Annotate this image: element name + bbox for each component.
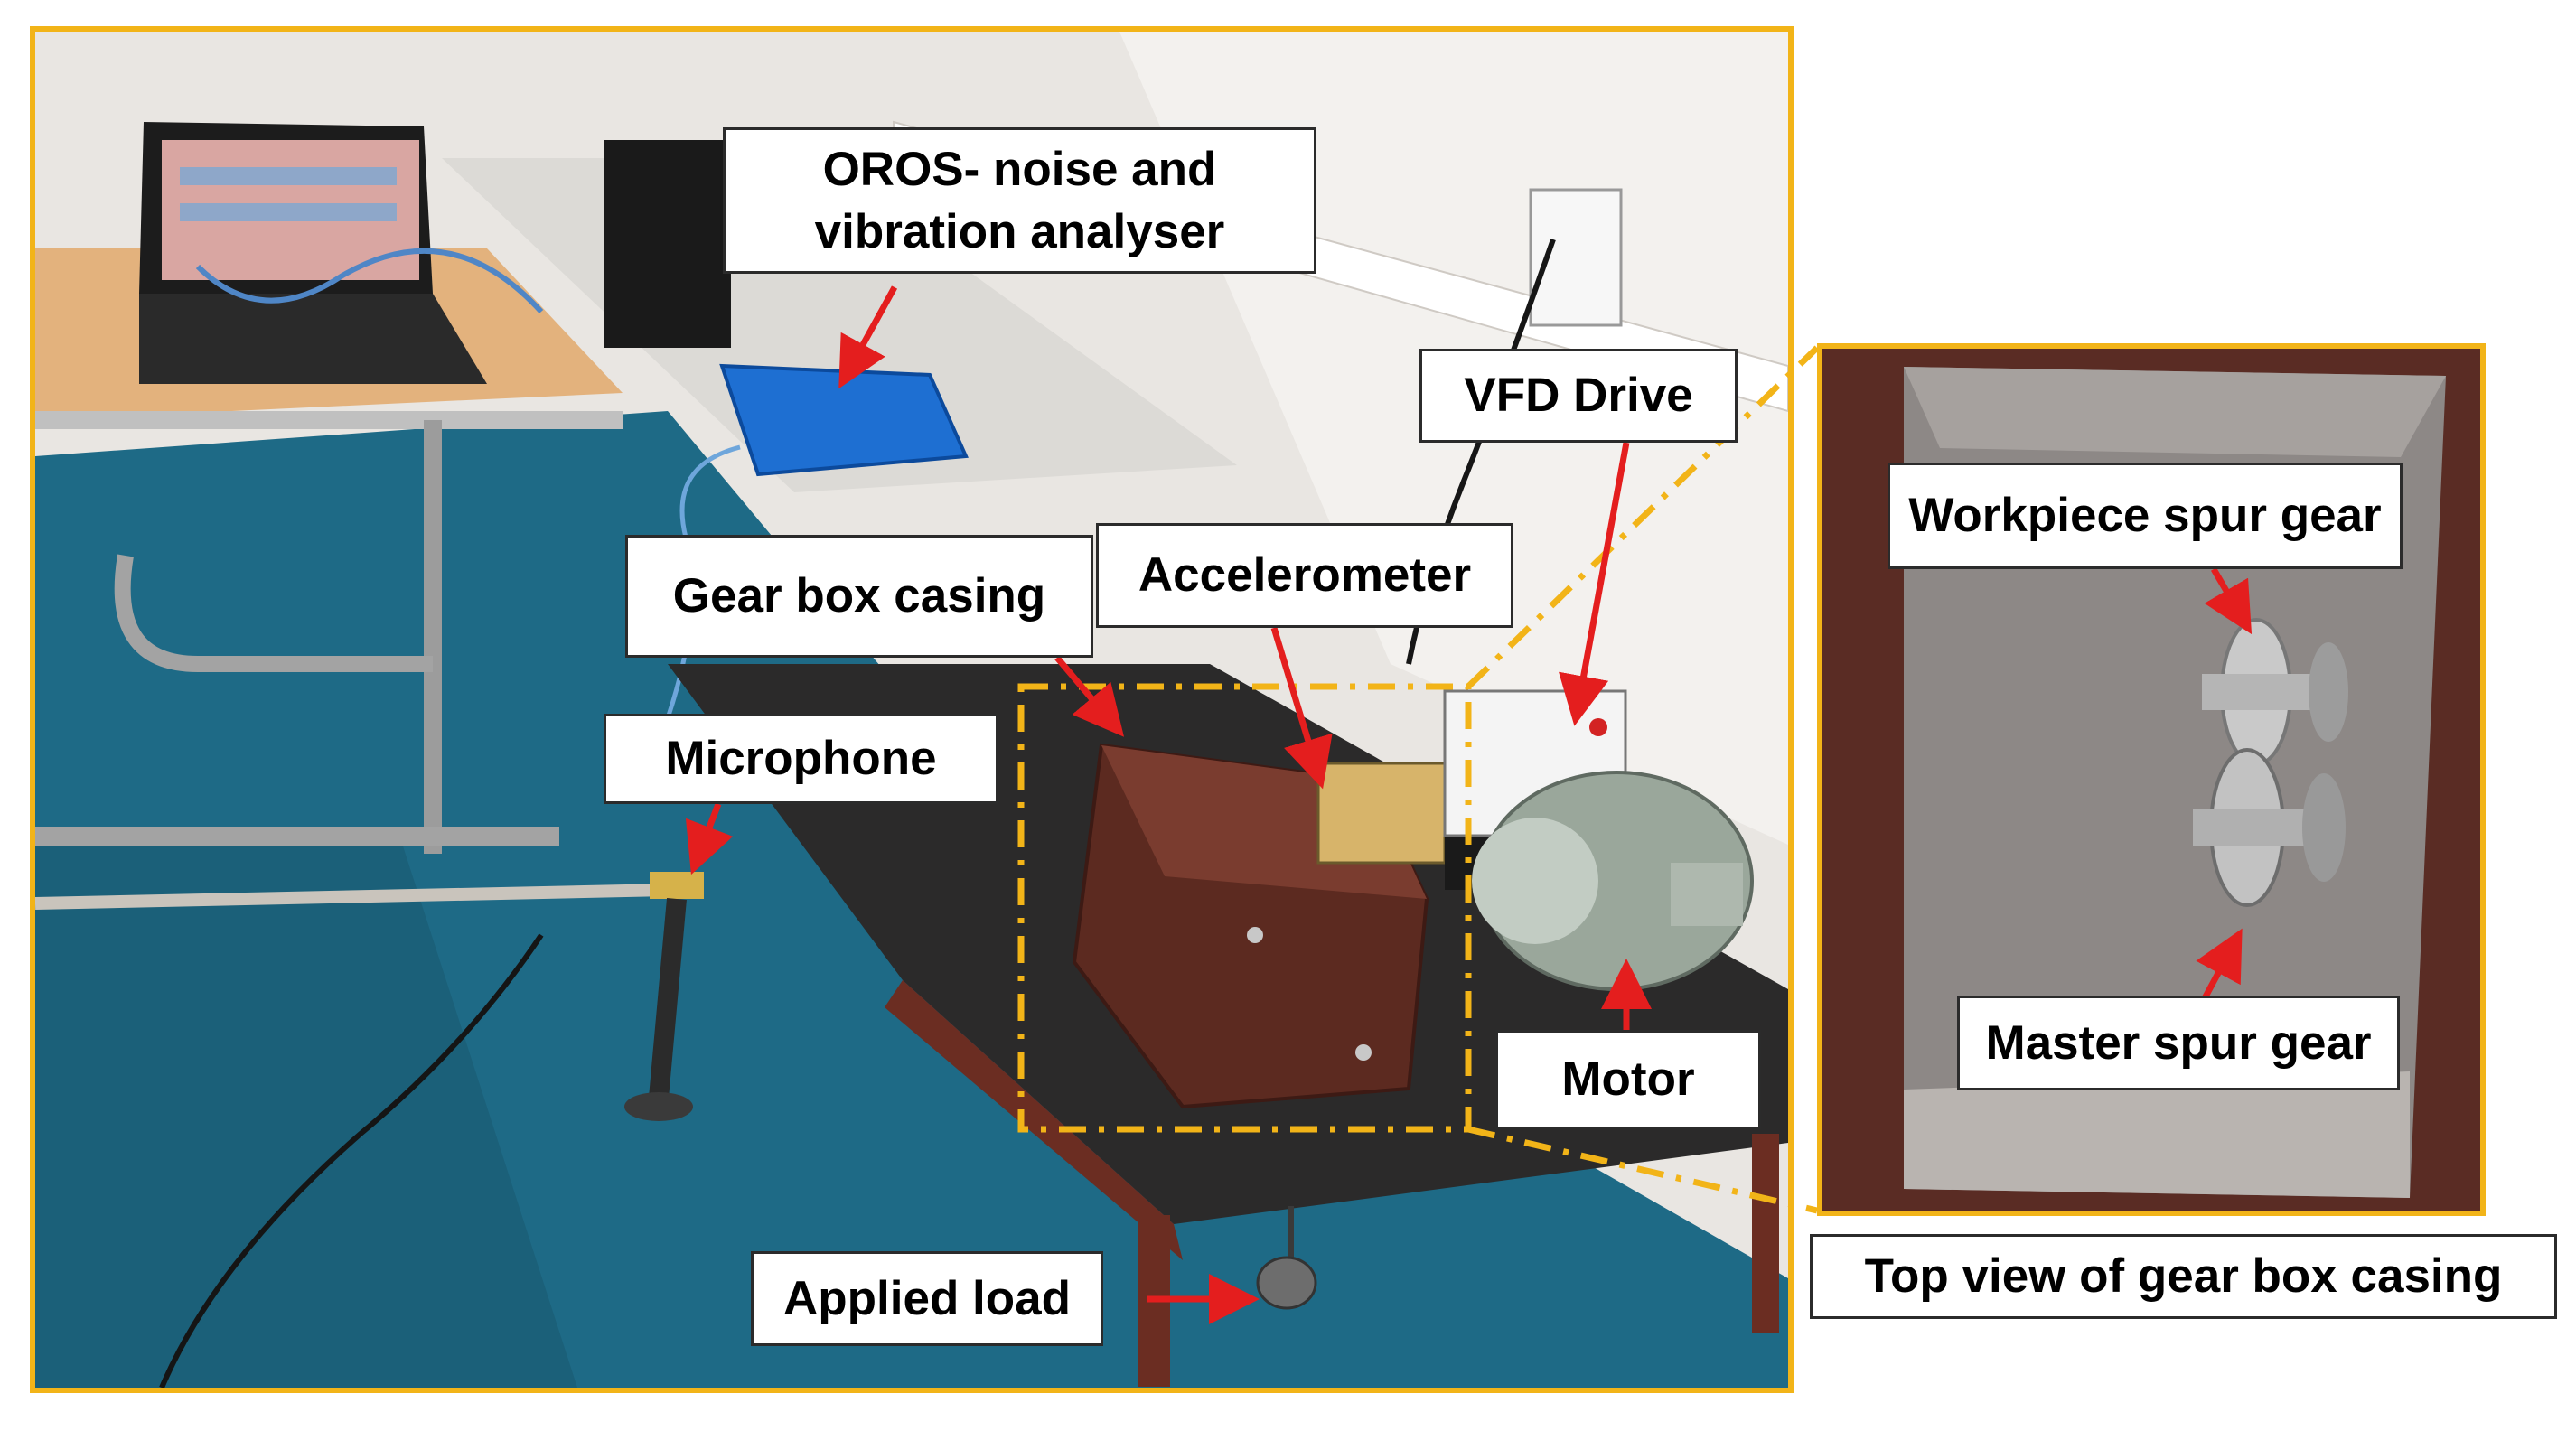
cable [195,248,544,314]
label-motor: Motor [1495,1030,1761,1129]
dashed-callout-icon [1467,1126,1818,1214]
dashed-callout-icon [1017,683,1472,1133]
arrow-icon [685,802,734,875]
casing-bolt [1355,1044,1372,1061]
accelerometer-mount [1316,762,1447,865]
desk-foot [35,827,559,846]
master-gear-hub [2302,773,2346,882]
dashed-callout-icon [1466,345,1820,689]
microphone-stand [649,898,687,1099]
laptop-screen-ui [180,167,397,185]
arrow-icon [2196,928,2243,1000]
label-oros-analyser: OROS- noise and vibration analyser [723,127,1316,274]
label-workpiece-spur-gear: Workpiece spur gear [1888,463,2403,569]
motor-terminal-box [1671,863,1743,926]
chair-frame [114,554,433,672]
floor-shade [35,827,577,1388]
laptop-screen-ui [180,203,397,221]
microphone-head [650,872,704,899]
motor-end-cap [1472,818,1598,944]
arrow-icon [1270,626,1333,790]
ups-box [604,140,731,348]
microphone-cable [35,884,669,910]
arrow-icon [838,285,898,389]
workpiece-gear-shaft [2202,674,2310,710]
label-accelerometer: Accelerometer [1096,523,1513,628]
master-gear-shaft [2193,809,2310,846]
casing-bolt [1247,927,1263,943]
label-master-spur-gear: Master spur gear [1957,996,2400,1090]
casing-inner-wall-bottom [1904,1071,2410,1198]
casing-inner-wall [1904,367,2446,457]
laptop-keyboard [139,294,487,384]
workpiece-gear-hub [2309,642,2348,742]
label-gearbox-casing: Gear box casing [625,535,1093,658]
bench-leg [1752,1134,1779,1333]
arrow-icon [1559,442,1630,726]
label-microphone: Microphone [604,714,998,804]
label-vfd-drive: VFD Drive [1419,349,1738,443]
microphone-stand-base [624,1092,693,1121]
label-applied-load: Applied load [751,1251,1103,1346]
arrow-icon [2204,567,2253,635]
label-top-view: Top view of gear box casing [1810,1234,2557,1319]
casing-inner-floor [1904,367,2446,1198]
setup-scene [35,32,1788,1388]
cable [159,933,544,1388]
experimental-setup-photo [30,26,1794,1393]
arrow-icon [1054,655,1125,737]
desk-leg [424,420,442,854]
desk-edge [35,411,623,429]
bench-edge [885,980,1183,1260]
